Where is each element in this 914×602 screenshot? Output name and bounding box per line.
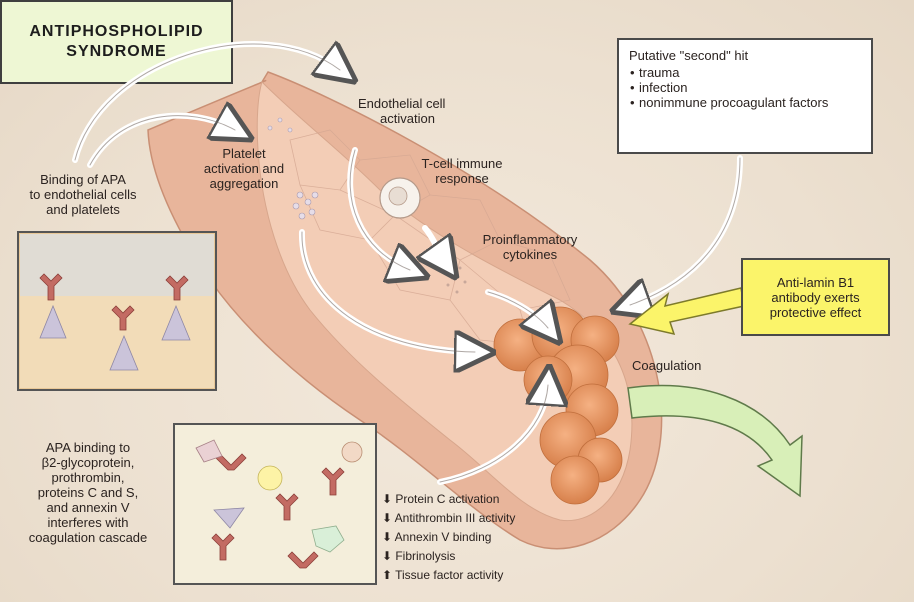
- label-line: and platelets: [46, 202, 120, 217]
- label-line: Platelet: [222, 146, 266, 161]
- up-arrow-icon: ⬆: [382, 568, 393, 582]
- cascade-effects-list: ⬇ Protein C activation ⬇ Antithrombin II…: [382, 490, 515, 585]
- label-line: Endothelial cell: [358, 96, 446, 111]
- second-hit-list: trauma infection nonimmune procoagulant …: [629, 65, 861, 110]
- syndrome-line: ANTIPHOSPHOLIPID: [29, 23, 204, 40]
- cascade-item: ⬆ Tissue factor activity: [382, 566, 515, 585]
- second-hit-box: Putative "second" hit trauma infection n…: [617, 38, 873, 154]
- syndrome-line: SYNDROME: [66, 43, 167, 60]
- down-arrow-icon: ⬇: [382, 530, 393, 544]
- label-endothelial-activation: Endothelial cell activation: [358, 96, 488, 126]
- label-binding-apa: Binding of APA to endothelial cells and …: [8, 172, 158, 217]
- cascade-item-text: Fibrinolysis: [395, 549, 456, 563]
- label-line: activation: [380, 111, 435, 126]
- label-line: prothrombin,: [51, 470, 125, 485]
- label-line: APA binding to: [45, 440, 131, 455]
- down-arrow-icon: ⬇: [382, 511, 393, 525]
- anti-lamin-line: antibody exerts: [771, 289, 860, 305]
- label-line: interferes with: [47, 515, 129, 530]
- cascade-item-text: Annexin V binding: [394, 530, 492, 544]
- label-t-cell-response: T-cell immune response: [408, 156, 516, 186]
- anti-lamin-box: Anti-lamin B1 antibody exerts protective…: [741, 258, 890, 336]
- anti-lamin-line: protective effect: [769, 304, 862, 320]
- label-line: and annexin V: [46, 500, 130, 515]
- label-line: response: [435, 171, 489, 186]
- label-line: activation and: [203, 161, 285, 176]
- label-proinflammatory-cytokines: Proinflammatory cytokines: [470, 232, 590, 262]
- second-hit-title: Putative "second" hit: [629, 48, 749, 63]
- label-line: Binding of APA: [40, 172, 126, 187]
- label-line: proteins C and S,: [37, 485, 139, 500]
- anti-lamin-line: Anti-lamin B1: [776, 274, 855, 290]
- coagulation-cascade-inset: [173, 423, 377, 585]
- label-line: T-cell immune: [421, 156, 503, 171]
- cascade-item: ⬇ Fibrinolysis: [382, 547, 515, 566]
- label-line: β2-glycoprotein,: [41, 455, 135, 470]
- label-line: to endothelial cells: [29, 187, 137, 202]
- protective-effect-arrow: [628, 287, 745, 336]
- down-arrow-icon: ⬇: [382, 549, 393, 563]
- cascade-item-text: Tissue factor activity: [395, 568, 504, 582]
- platelet-cluster: [267, 117, 319, 220]
- second-hit-item: trauma: [630, 65, 861, 80]
- cascade-item-text: Protein C activation: [395, 492, 500, 506]
- cascade-item-text: Antithrombin III activity: [394, 511, 516, 525]
- cascade-item: ⬇ Protein C activation: [382, 490, 515, 509]
- antiphospholipid-syndrome-box: ANTIPHOSPHOLIPID SYNDROME: [0, 0, 233, 84]
- cascade-item: ⬇ Annexin V binding: [382, 528, 515, 547]
- second-hit-item: infection: [630, 80, 861, 95]
- label-line: aggregation: [209, 176, 279, 191]
- label-line: Proinflammatory: [482, 232, 578, 247]
- label-coagulation: Coagulation: [632, 358, 702, 373]
- t-cell: [379, 177, 421, 219]
- syndrome-outcome-arrow: [627, 384, 803, 498]
- label-line: coagulation cascade: [28, 530, 148, 545]
- apa-binding-cells-inset: [17, 231, 217, 391]
- label-line: cytokines: [502, 247, 558, 262]
- label-platelet-activation: Platelet activation and aggregation: [188, 146, 300, 191]
- down-arrow-icon: ⬇: [382, 492, 393, 506]
- label-apa-binding-cascade: APA binding to β2-glycoprotein, prothrom…: [8, 440, 168, 545]
- cascade-item: ⬇ Antithrombin III activity: [382, 509, 515, 528]
- second-hit-item: nonimmune procoagulant factors: [630, 95, 861, 110]
